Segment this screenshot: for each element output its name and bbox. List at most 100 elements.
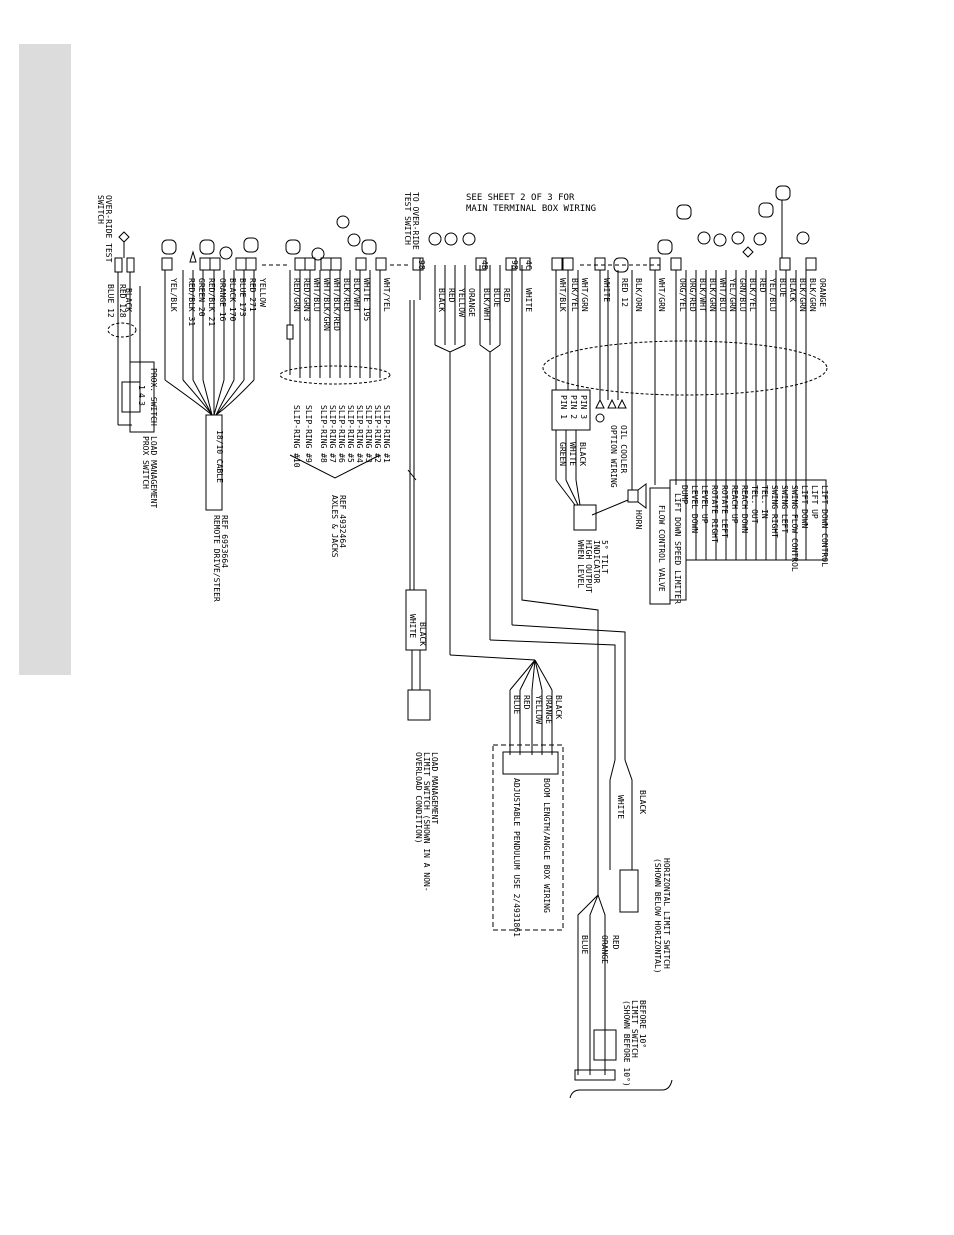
prox-label-1: LOAD MANAGEMENT xyxy=(149,436,158,508)
mid-wire-6: BLUE xyxy=(492,288,501,307)
prox-switch-wiring xyxy=(107,231,155,433)
lm-wire-black: BLACK xyxy=(418,622,427,646)
slip-ring-6: SLIP-RING #6 xyxy=(337,405,346,463)
lm-label-3: OVERLOAD CONDITION) xyxy=(414,752,423,844)
oc-sw-wire-3: BLACK xyxy=(578,442,587,466)
oc-wire-5: RED 12 xyxy=(620,278,629,307)
slip-ring-2: SLIP-RING #2 xyxy=(373,405,382,463)
reference-bubbles xyxy=(161,185,810,273)
oc-label-2: OPTION WIRING xyxy=(609,425,618,488)
mid-wire-3: YELLOW xyxy=(457,288,466,317)
valve-wire-3: ORG/RED xyxy=(688,278,697,312)
rd-wire-4: RED/BLK 21 xyxy=(207,278,216,326)
fn-8: TEL. OUT xyxy=(750,485,759,524)
mid-wire-8: WHITE xyxy=(524,288,533,312)
header-note-line1: SEE SHEET 2 OF 3 FOR xyxy=(466,193,575,203)
boom-wire-5: BLACK xyxy=(554,695,563,719)
oc-wire-4: WHITE xyxy=(602,278,611,302)
mid-term-1: 98 xyxy=(417,260,426,270)
mid-term-8: 4C xyxy=(524,260,533,270)
rd-wire-9: YELLOW xyxy=(258,278,267,307)
oc-pin-2: PIN 2 xyxy=(569,395,578,419)
prox-pin-1: 1 xyxy=(137,385,146,390)
b10-wire-2: ORANGE xyxy=(600,935,609,964)
boom-box-subtitle: ADJUSTABLE PENDULUM USE 2/4931861 xyxy=(512,778,521,937)
ax-ref-1: REF 4932464 xyxy=(338,495,347,548)
fn-11: ROTATE LEFT xyxy=(720,485,729,538)
b10-wire-3: RED xyxy=(611,935,620,950)
terminal-boxes xyxy=(161,257,817,271)
slip-ring-10: SLIP-RING #10 xyxy=(292,405,301,468)
fn-10: REACH UP xyxy=(730,485,739,524)
valve-wire-10: RED xyxy=(758,278,767,293)
fn-1: LIFT DOWN CONTROL xyxy=(820,485,829,567)
lm-label-2: LIMIT SWITCH (SHOWN IN A NON- xyxy=(422,752,431,892)
oc-wire-2: BLK/YEL xyxy=(570,278,579,312)
hz-label-2: (SHOWN BELOW HORIZONTAL) xyxy=(653,858,662,974)
oc-wire-1: WHT/BLK xyxy=(558,278,567,312)
oc-label-1: OIL COOLER xyxy=(619,425,628,473)
mid-wire-5: BLK/WHT xyxy=(482,288,491,322)
valve-wire-11: YEL/BLU xyxy=(768,278,777,312)
horizontal-switch-wiring xyxy=(609,759,639,913)
before10-switch-wiring xyxy=(521,345,673,1099)
tilt-label-2: INDICATOR xyxy=(592,540,601,584)
slip-ring-7: SLIP-RING #7 xyxy=(328,405,337,463)
ax-wire-1: RED/GRN xyxy=(292,278,301,312)
boom-box-title: BOOM LENGTH/ANGLE BOX WIRING xyxy=(542,778,551,913)
fn-12: ROTATE RIGHT xyxy=(710,485,719,543)
b10-wire-1: BLUE xyxy=(580,935,589,954)
valve-wire-16: ORANGE xyxy=(818,278,827,307)
ax-wire-2: RED/GRN 3 xyxy=(302,278,311,322)
prox-pin-4: 4 xyxy=(137,393,146,398)
valve-wire-8: GRN/BLU xyxy=(738,278,747,312)
rd-wire-5: ORANGE 16 xyxy=(218,278,227,322)
slip-ring-9: SLIP-RING #9 xyxy=(304,405,313,463)
mid-wire-7: RED xyxy=(502,288,511,303)
lift-limiter-label: LIFT DOWN SPEED LIMITER xyxy=(673,493,682,604)
slip-ring-5: SLIP-RING #5 xyxy=(346,405,355,463)
valve-wire-6: WHT/BLU xyxy=(718,278,727,312)
horn-label: HORN xyxy=(634,510,643,529)
b10-label-2: LIMIT SWITCH xyxy=(630,1000,639,1058)
tilt-label-3: HIGH OUTPUT xyxy=(584,540,593,593)
prox-switch-title: PROX. SWITCH xyxy=(149,368,158,426)
lm-label-1: LOAD MANAGEMENT xyxy=(430,752,439,824)
boom-wire-1: BLUE xyxy=(512,695,521,714)
mid-wire-4: ORANGE xyxy=(467,288,476,317)
mid-wire-2: RED xyxy=(447,288,456,303)
axles-bundle xyxy=(279,264,410,479)
oc-sw-wire-2: WHITE xyxy=(568,442,577,466)
header-note-line2: MAIN TERMINAL BOX WIRING xyxy=(466,204,596,214)
rd-wire-2: RED/BLK 31 xyxy=(187,278,196,326)
valve-wire-13: BLACK xyxy=(788,278,797,302)
rd-ref-1: REF 6953664 xyxy=(220,515,229,568)
fn-13: LEVEL UP xyxy=(700,485,709,524)
remote-drive-bundle xyxy=(164,264,290,511)
valve-wire-12: BLUE xyxy=(778,278,787,297)
valve-wire-15: BLK/GRN xyxy=(808,278,817,312)
oc-wire-3: WHT/GRN xyxy=(580,278,589,312)
oil-cooler-wiring xyxy=(551,270,647,531)
oc-pin-1: PIN 1 xyxy=(559,395,568,419)
b10-label-1: BEFORE 10° xyxy=(638,1000,647,1048)
to-override-label-2: TEST SWITCH xyxy=(403,192,412,245)
ax-wire-9: WHT/YEL xyxy=(382,278,391,312)
fn-3: LIFT DOWN xyxy=(800,485,809,529)
lm-wire-white: WHITE xyxy=(408,614,417,638)
valve-wire-4: BLK/WHT xyxy=(698,278,707,312)
mid-term-3: 4B xyxy=(480,260,489,270)
flow-valve-label: FLOW CONTROL VALVE xyxy=(657,505,666,592)
rd-wire-6: BLACK 170 xyxy=(228,278,237,322)
fn-4: SWING FLOW CONTROL xyxy=(790,485,799,572)
ax-wire-3: WHT/BLU xyxy=(312,278,321,312)
ax-wire-4: WHT/BLK/GRN xyxy=(322,278,331,331)
valve-wire-2: ORG/YEL xyxy=(678,278,687,312)
ax-wire-7: BLK/WHT xyxy=(352,278,361,312)
mid-wire-1: BLACK xyxy=(437,288,446,312)
valve-wire-14: BLK/GRN xyxy=(798,278,807,312)
page-margin-bar xyxy=(19,44,71,675)
boom-wire-4: ORANGE xyxy=(544,695,553,724)
tilt-label-1: 5° TILT xyxy=(600,540,609,574)
